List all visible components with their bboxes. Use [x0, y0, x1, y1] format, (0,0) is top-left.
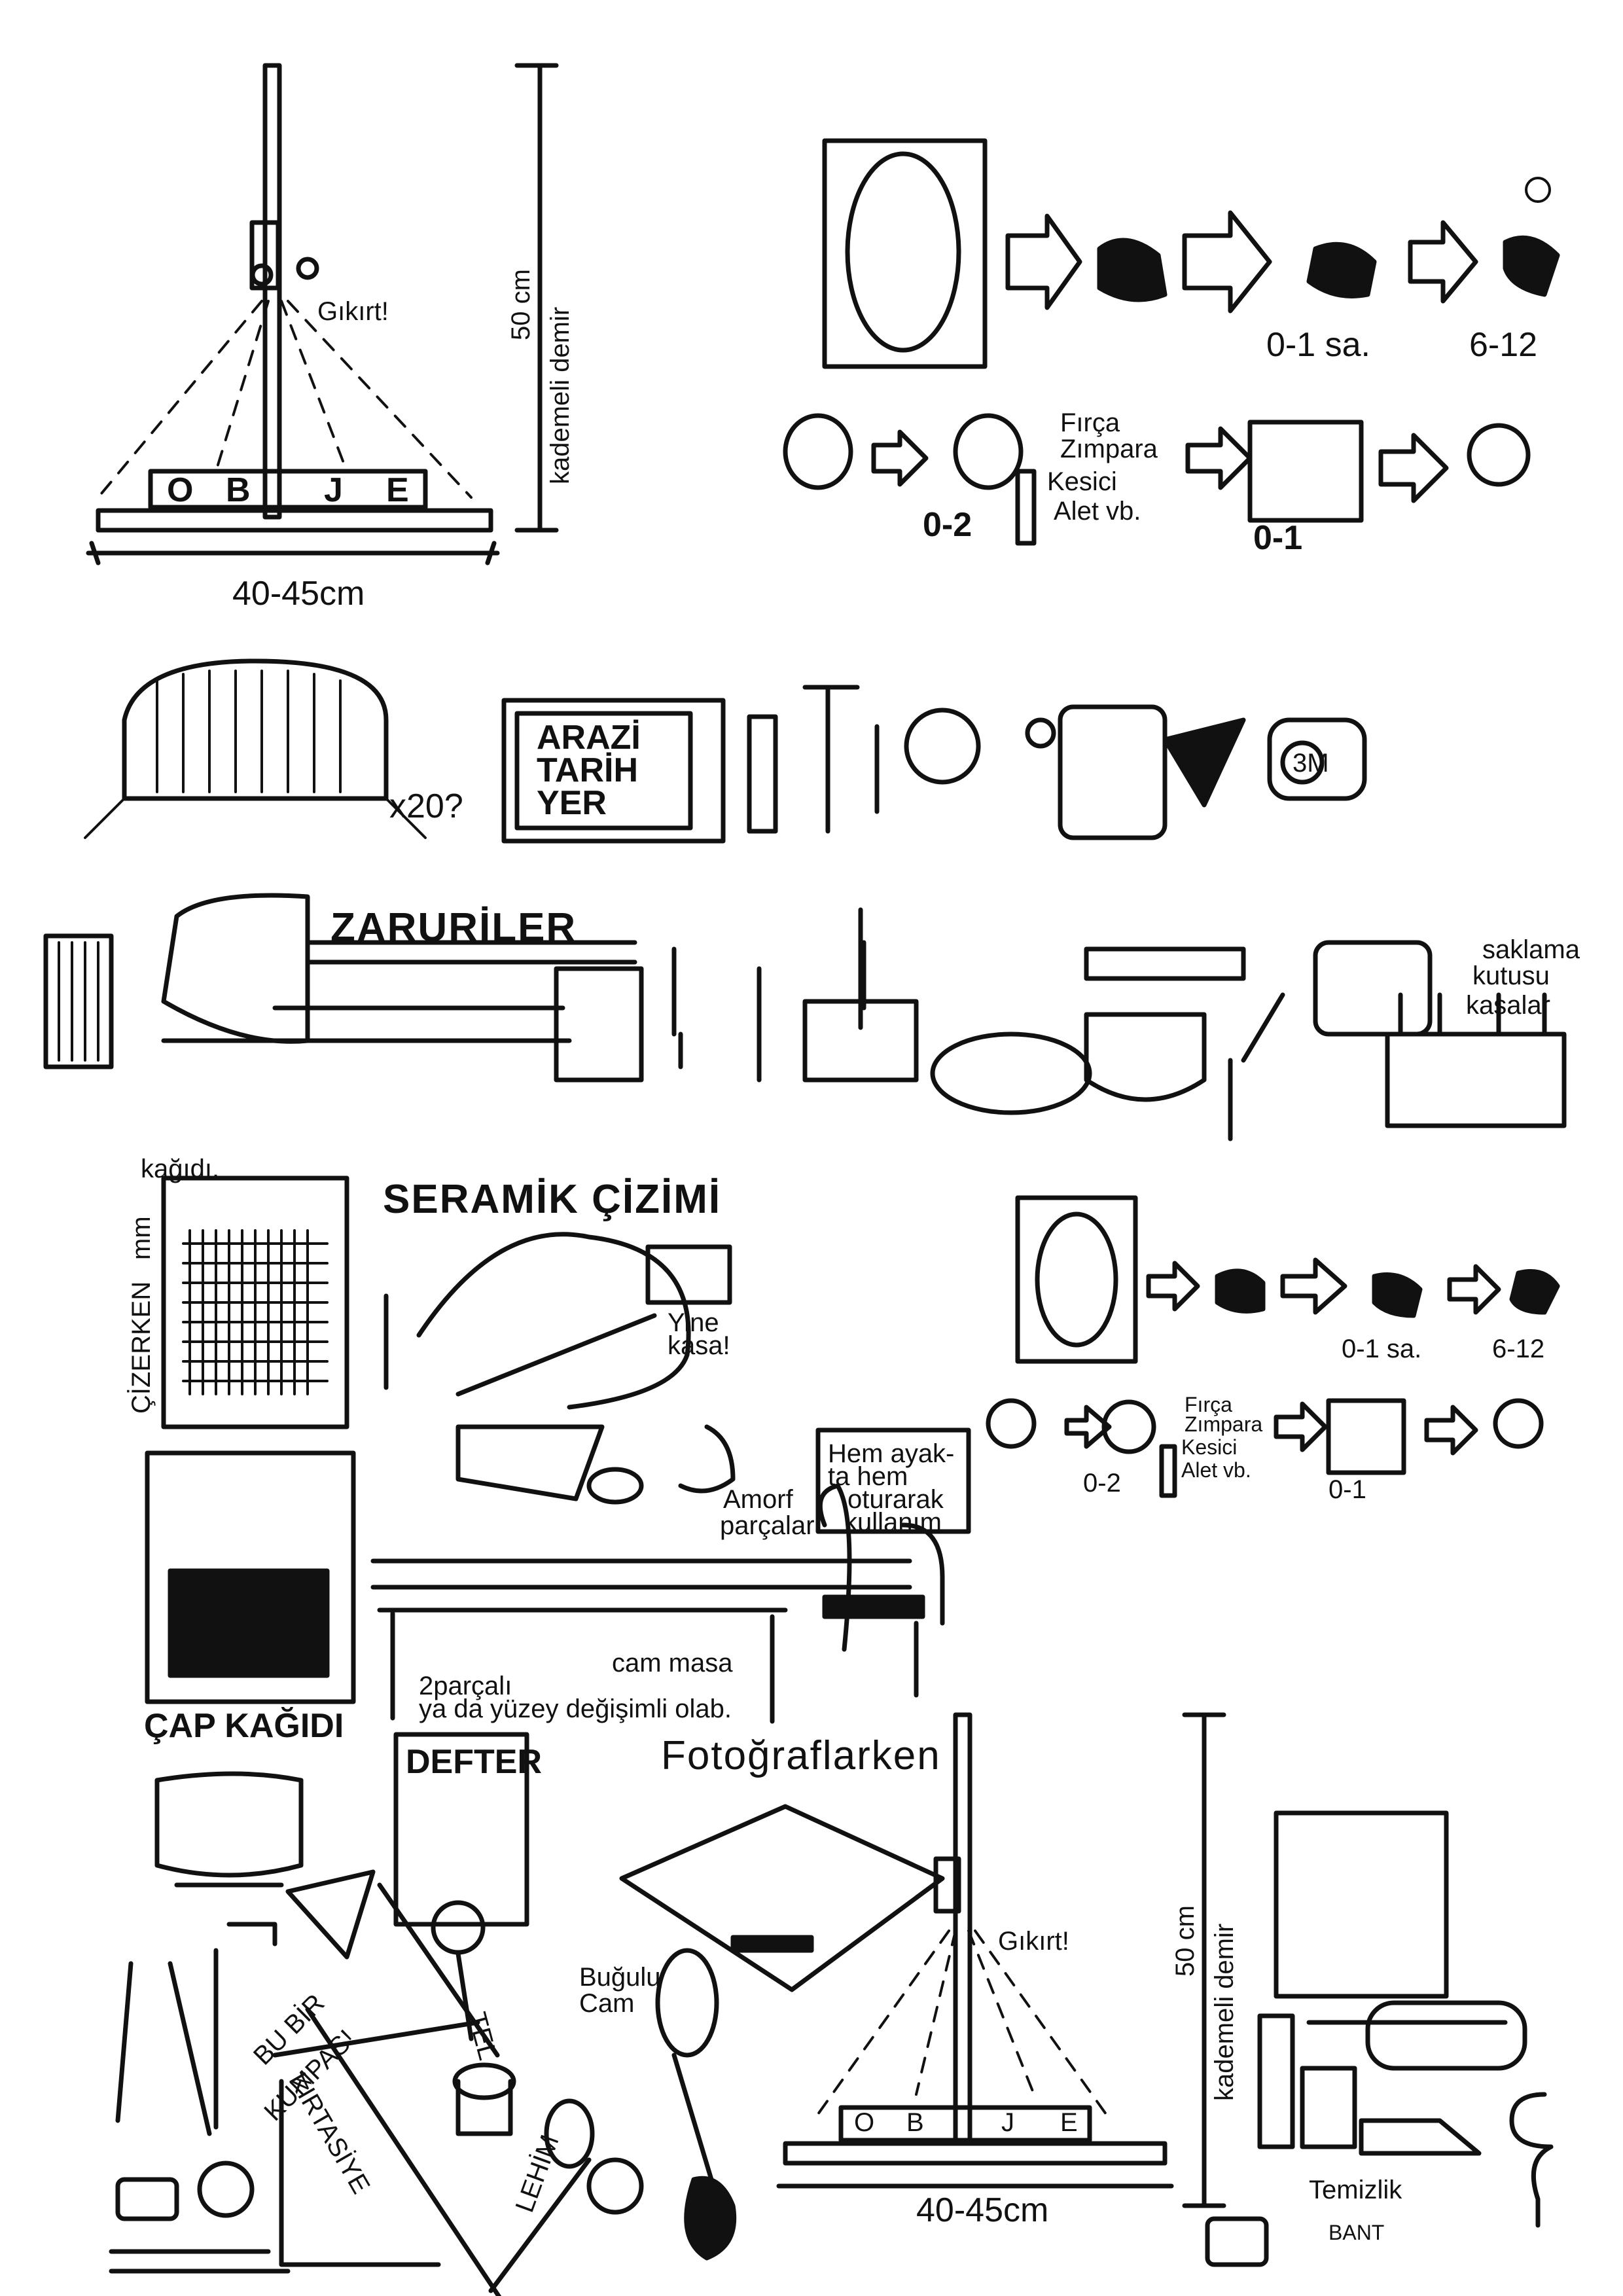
- tape-label: BANT: [1329, 2221, 1385, 2244]
- sign-text: TARİH: [537, 751, 639, 789]
- usage-note: kullanım: [844, 1508, 942, 1537]
- step-label: 0-1: [1329, 1475, 1366, 1504]
- time-label: 6-12: [1469, 326, 1538, 364]
- amorphous-label: Amorf: [723, 1485, 793, 1514]
- object-letter: J: [324, 471, 343, 509]
- sign-text: ARAZİ: [537, 719, 641, 757]
- storage-label: kutusu: [1472, 961, 1550, 990]
- frosted-glass-label: Cam: [579, 1989, 635, 2018]
- step-label: 0-2: [1083, 1469, 1121, 1498]
- tool-label: Fırça: [1060, 408, 1120, 437]
- usage-note: ta hem: [828, 1462, 908, 1491]
- mm-paper-label: ÇİZERKEN: [127, 1281, 156, 1414]
- mm-paper-label: kağıdı.: [141, 1155, 220, 1183]
- tool-label: Alet vb.: [1054, 497, 1141, 526]
- object-letter: B: [226, 471, 251, 509]
- tool-label: Kesici: [1181, 1435, 1238, 1459]
- stand-sound-label: Gıkırt!: [998, 1927, 1069, 1956]
- stand-width-label: 40-45cm: [916, 2191, 1049, 2229]
- storage-label: saklama: [1482, 935, 1580, 964]
- stand-sound-label: Gıkırt!: [317, 297, 389, 326]
- storage-label: kasalar: [1466, 991, 1550, 1020]
- tool-label: Zımpara: [1060, 435, 1158, 463]
- object-letter: E: [386, 471, 409, 509]
- tool-label: Fırça: [1185, 1393, 1232, 1416]
- object-letter: O: [854, 2108, 875, 2137]
- time-label: 0-1 sa.: [1342, 1335, 1422, 1363]
- frosted-glass-label: Buğulu: [579, 1963, 661, 1992]
- essentials-title: ZARURİLER: [330, 905, 577, 950]
- sign-text: YER: [537, 784, 607, 822]
- tape-measure-label: 3M: [1293, 749, 1329, 778]
- mm-paper-label: mm: [127, 1216, 156, 1260]
- object-letter: J: [1001, 2108, 1014, 2137]
- object-letter: O: [167, 471, 194, 509]
- stand-height-label: 50 cm: [1171, 1905, 1200, 1977]
- stand-rod-label: kademeli demir: [546, 306, 575, 484]
- cleaning-label: Temizlik: [1309, 2176, 1402, 2204]
- tool-label: Kesici: [1047, 467, 1117, 496]
- ceramic-drawing-title: SERAMİK ÇİZİMİ: [383, 1177, 722, 1222]
- equipment-row: [84, 658, 1367, 844]
- usage-note: Hem ayak-: [828, 1439, 955, 1468]
- object-letter: B: [906, 2108, 924, 2137]
- tool-label: Zımpara: [1185, 1412, 1263, 1436]
- stand-width-label: 40-45cm: [232, 575, 365, 613]
- tool-label: Alet vb.: [1181, 1458, 1251, 1482]
- stand-height-label: 50 cm: [507, 269, 535, 340]
- usage-note: oturarak: [847, 1485, 944, 1514]
- amorphous-label: parçalar: [720, 1511, 815, 1540]
- notebook-label: DEFTER: [406, 1743, 542, 1781]
- crate-note: Yine: [668, 1308, 719, 1337]
- table-note: 2parçalı: [419, 1672, 512, 1700]
- table-note: ya da yüzey değişimli olab.: [419, 1695, 732, 1723]
- step-label: 0-2: [923, 506, 972, 544]
- photo-title: Fotoğraflarken: [661, 1733, 941, 1778]
- barrier-count-label: x20?: [389, 787, 463, 825]
- crate-note: kasa!: [668, 1331, 730, 1360]
- object-letter: E: [1060, 2108, 1078, 2137]
- process-flow-top: [783, 138, 1560, 546]
- photo-stand-top: [86, 63, 559, 565]
- essentials-row: [43, 893, 1567, 1141]
- caliper-paper-label: ÇAP KAĞIDI: [144, 1707, 344, 1745]
- time-label: 6-12: [1492, 1335, 1545, 1363]
- glass-table-label: cam masa: [612, 1649, 733, 1677]
- stand-rod-label: kademeli demir: [1210, 1923, 1239, 2101]
- step-label: 0-1: [1253, 519, 1303, 557]
- time-label: 0-1 sa.: [1266, 326, 1370, 364]
- bottom-section: [109, 1712, 1554, 2296]
- drawing-section: [145, 1175, 1560, 1724]
